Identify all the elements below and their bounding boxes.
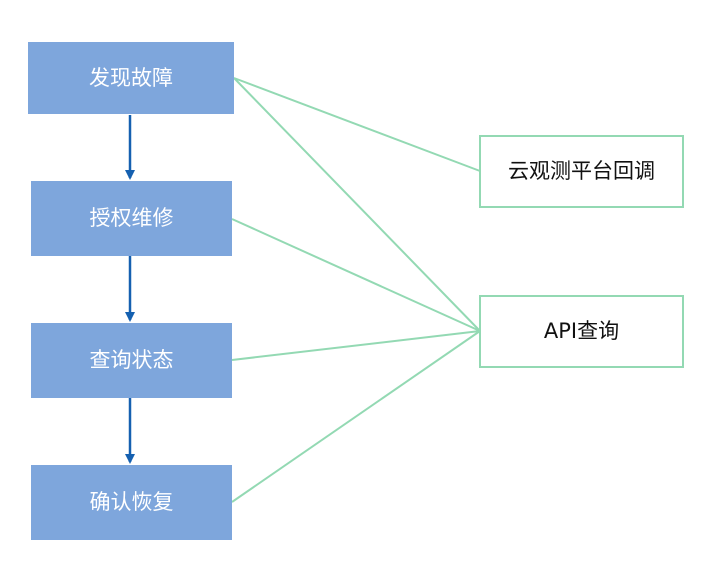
step-confirm-recovery: 确认恢复 bbox=[31, 465, 232, 540]
step-label: 授权维修 bbox=[89, 206, 174, 230]
channel-cloud-monitor-callback: 云观测平台回调 bbox=[479, 135, 684, 208]
channel-api-query: API查询 bbox=[479, 295, 684, 368]
step-label: 发现故障 bbox=[89, 65, 173, 90]
connector-query-to-api bbox=[231, 330, 481, 361]
connector-fault-to-callback bbox=[233, 77, 481, 172]
step-authorize-repair: 授权维修 bbox=[31, 181, 232, 256]
step-label: 查询状态 bbox=[89, 348, 174, 372]
channel-label: 云观测平台回调 bbox=[508, 159, 655, 183]
connector-authorize-to-api bbox=[231, 218, 481, 332]
connector-confirm-to-api bbox=[231, 330, 481, 503]
channel-label: API查询 bbox=[543, 319, 620, 343]
connector-fault-to-api bbox=[233, 77, 481, 332]
step-query-status: 查询状态 bbox=[31, 323, 232, 398]
step-label: 确认恢复 bbox=[89, 490, 174, 514]
step-discover-fault: 发现故障 bbox=[28, 42, 234, 114]
